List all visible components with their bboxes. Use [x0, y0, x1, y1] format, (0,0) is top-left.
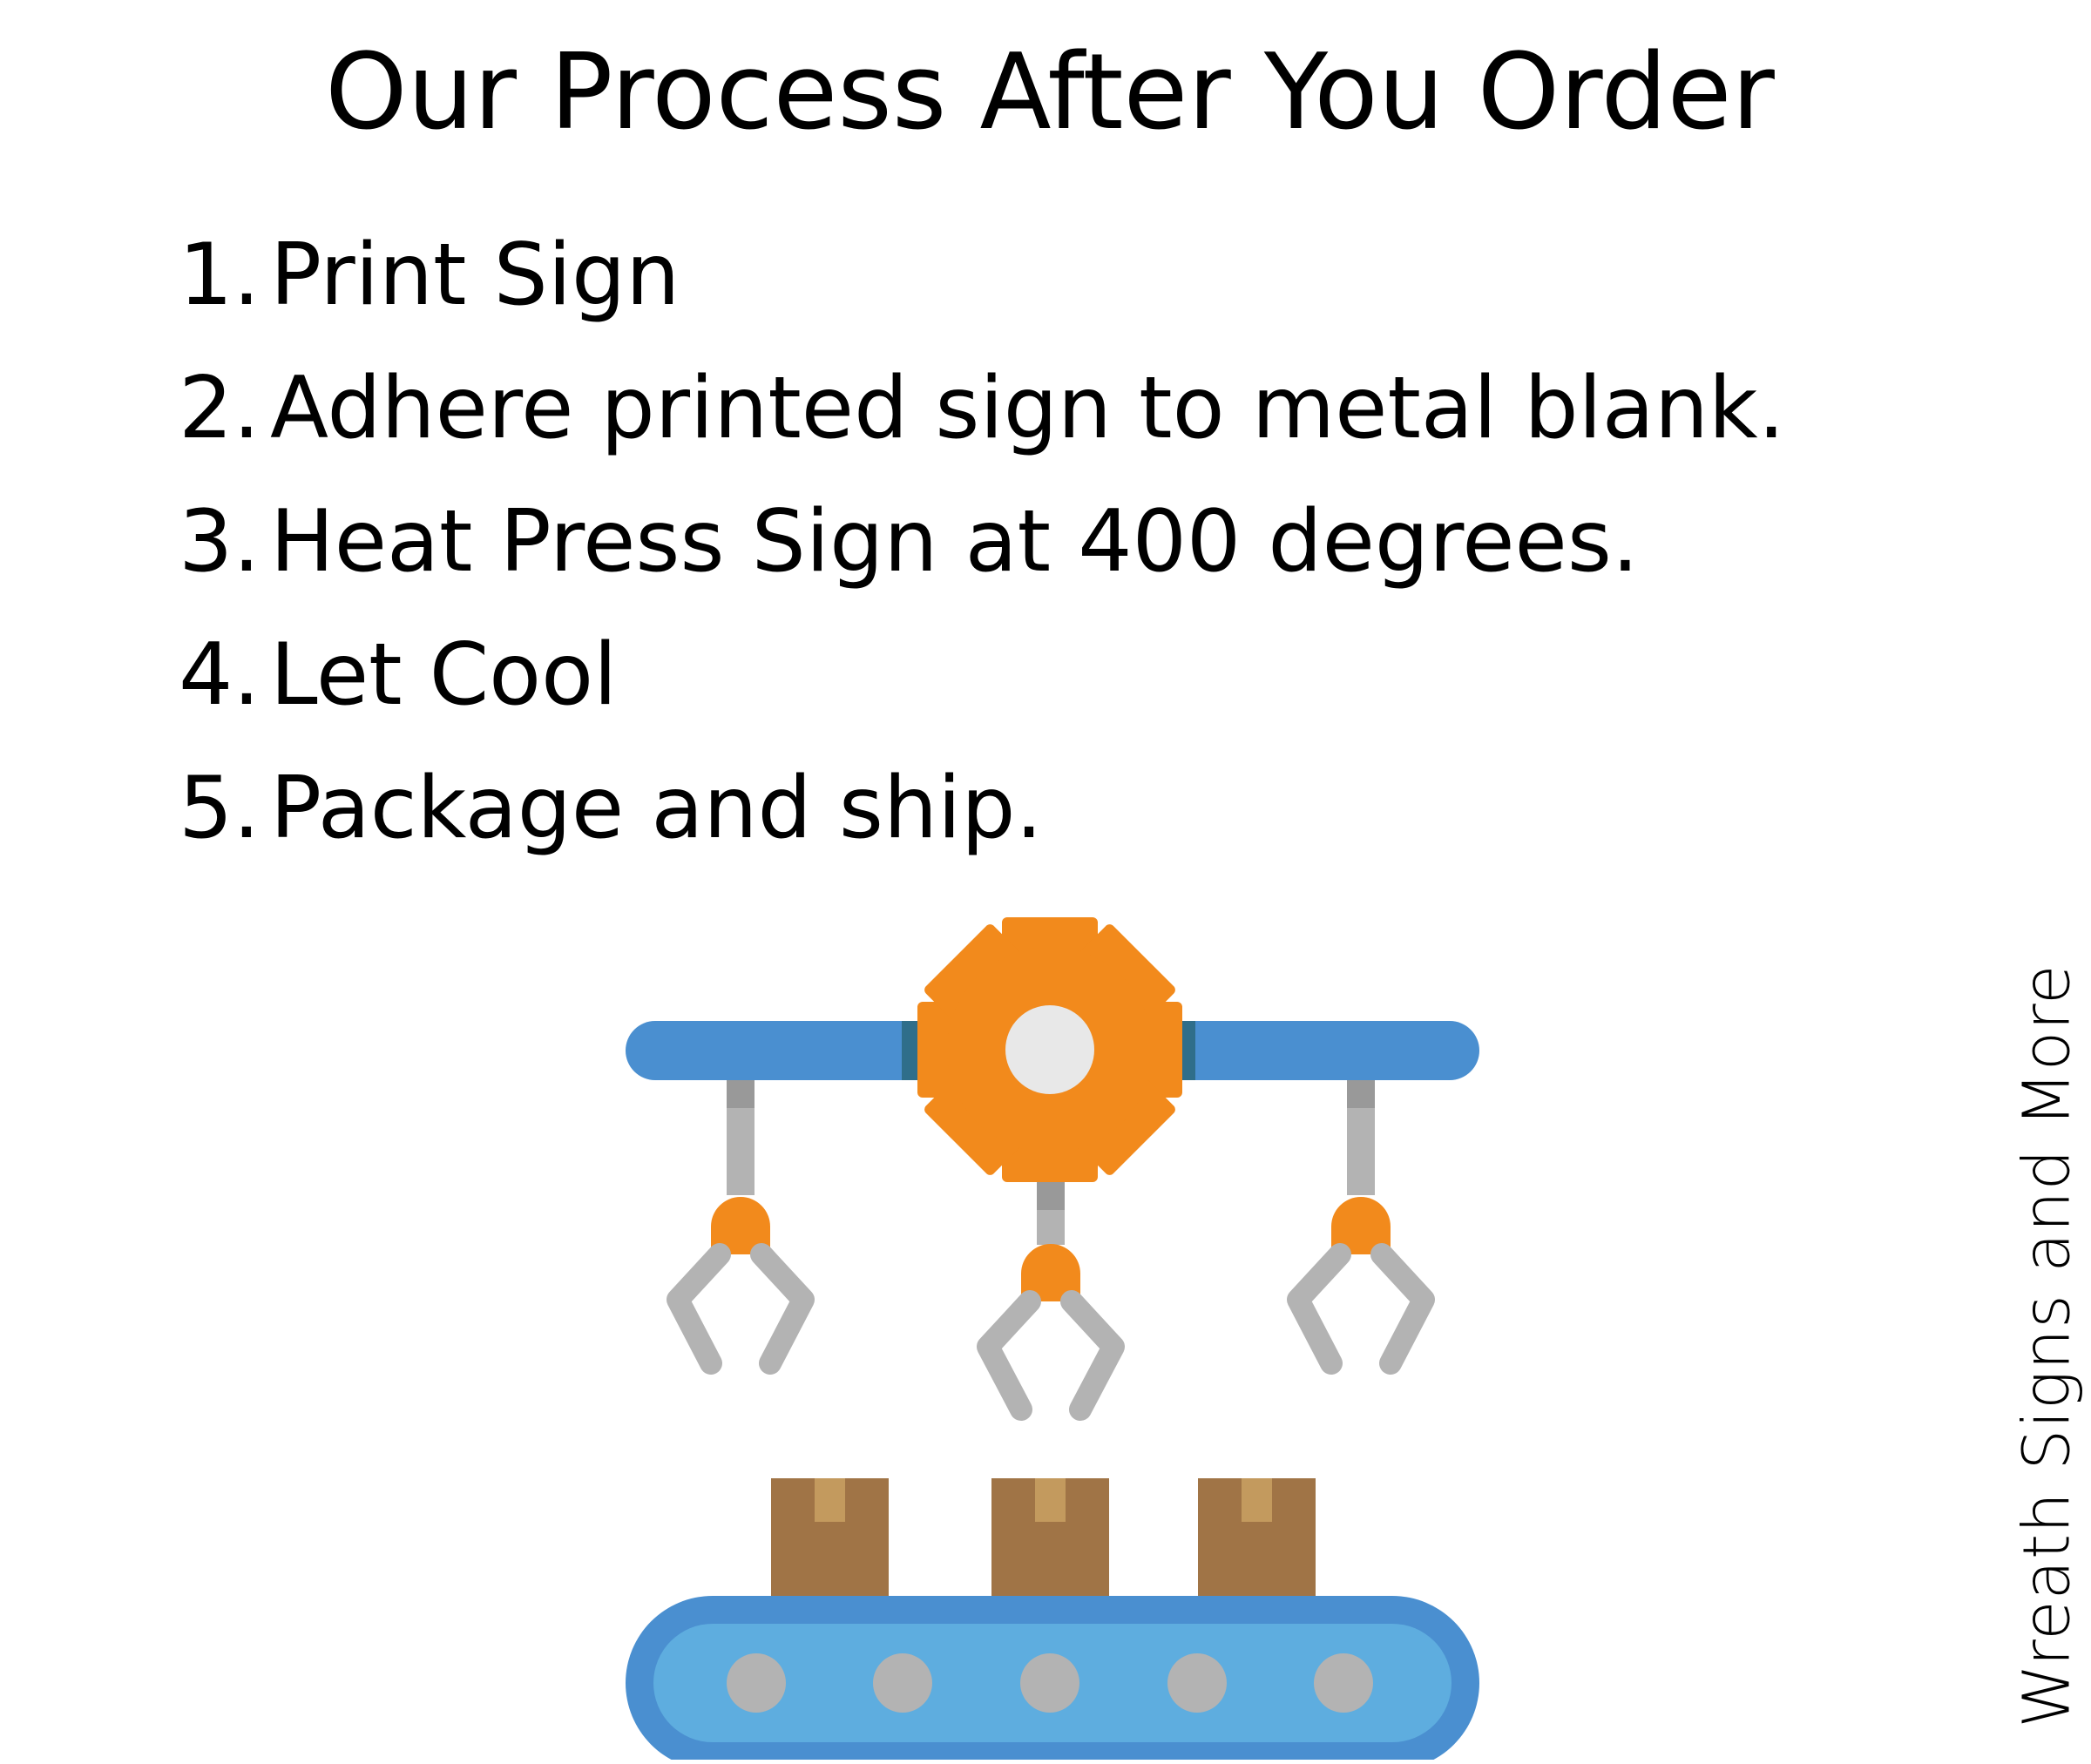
conveyor-roller [1167, 1653, 1227, 1713]
conveyor-roller [873, 1653, 932, 1713]
step-text: Let Cool [270, 625, 618, 725]
step-number: 3. [179, 492, 261, 591]
process-steps-list: 1. Print Sign 2. Adhere printed sign to … [179, 209, 1785, 875]
conveyor-belt [626, 1596, 1479, 1760]
robot-claw-left [667, 1080, 815, 1375]
box-icon [1198, 1478, 1316, 1596]
step-number: 2. [179, 359, 261, 458]
conveyor-roller [1020, 1653, 1079, 1713]
robot-claw-right [1287, 1080, 1435, 1375]
brand-watermark: Wreath Signs and More [2008, 954, 2087, 1738]
step-text: Package and ship. [270, 759, 1043, 858]
robot-claw-middle [977, 1182, 1125, 1421]
conveyor-roller [727, 1653, 786, 1713]
box-icon [771, 1478, 889, 1596]
step-item: 5. Package and ship. [179, 742, 1785, 875]
step-text: Heat Press Sign at 400 degrees. [270, 492, 1640, 591]
step-number: 4. [179, 625, 261, 725]
step-text: Print Sign [270, 226, 680, 325]
step-item: 3. Heat Press Sign at 400 degrees. [179, 476, 1785, 609]
step-text: Adhere printed sign to metal blank. [270, 359, 1785, 458]
step-number: 1. [179, 226, 261, 325]
step-item: 4. Let Cool [179, 609, 1785, 742]
brand-watermark-text: Wreath Signs and More [2010, 963, 2085, 1728]
step-item: 2. Adhere printed sign to metal blank. [179, 342, 1785, 476]
step-item: 1. Print Sign [179, 209, 1785, 342]
gear-icon [917, 917, 1182, 1182]
factory-robot-conveyor-icon [626, 917, 1479, 1760]
box-icon [991, 1478, 1109, 1596]
conveyor-roller [1314, 1653, 1373, 1713]
page-title: Our Process After You Order [325, 32, 1775, 153]
step-number: 5. [179, 759, 261, 858]
